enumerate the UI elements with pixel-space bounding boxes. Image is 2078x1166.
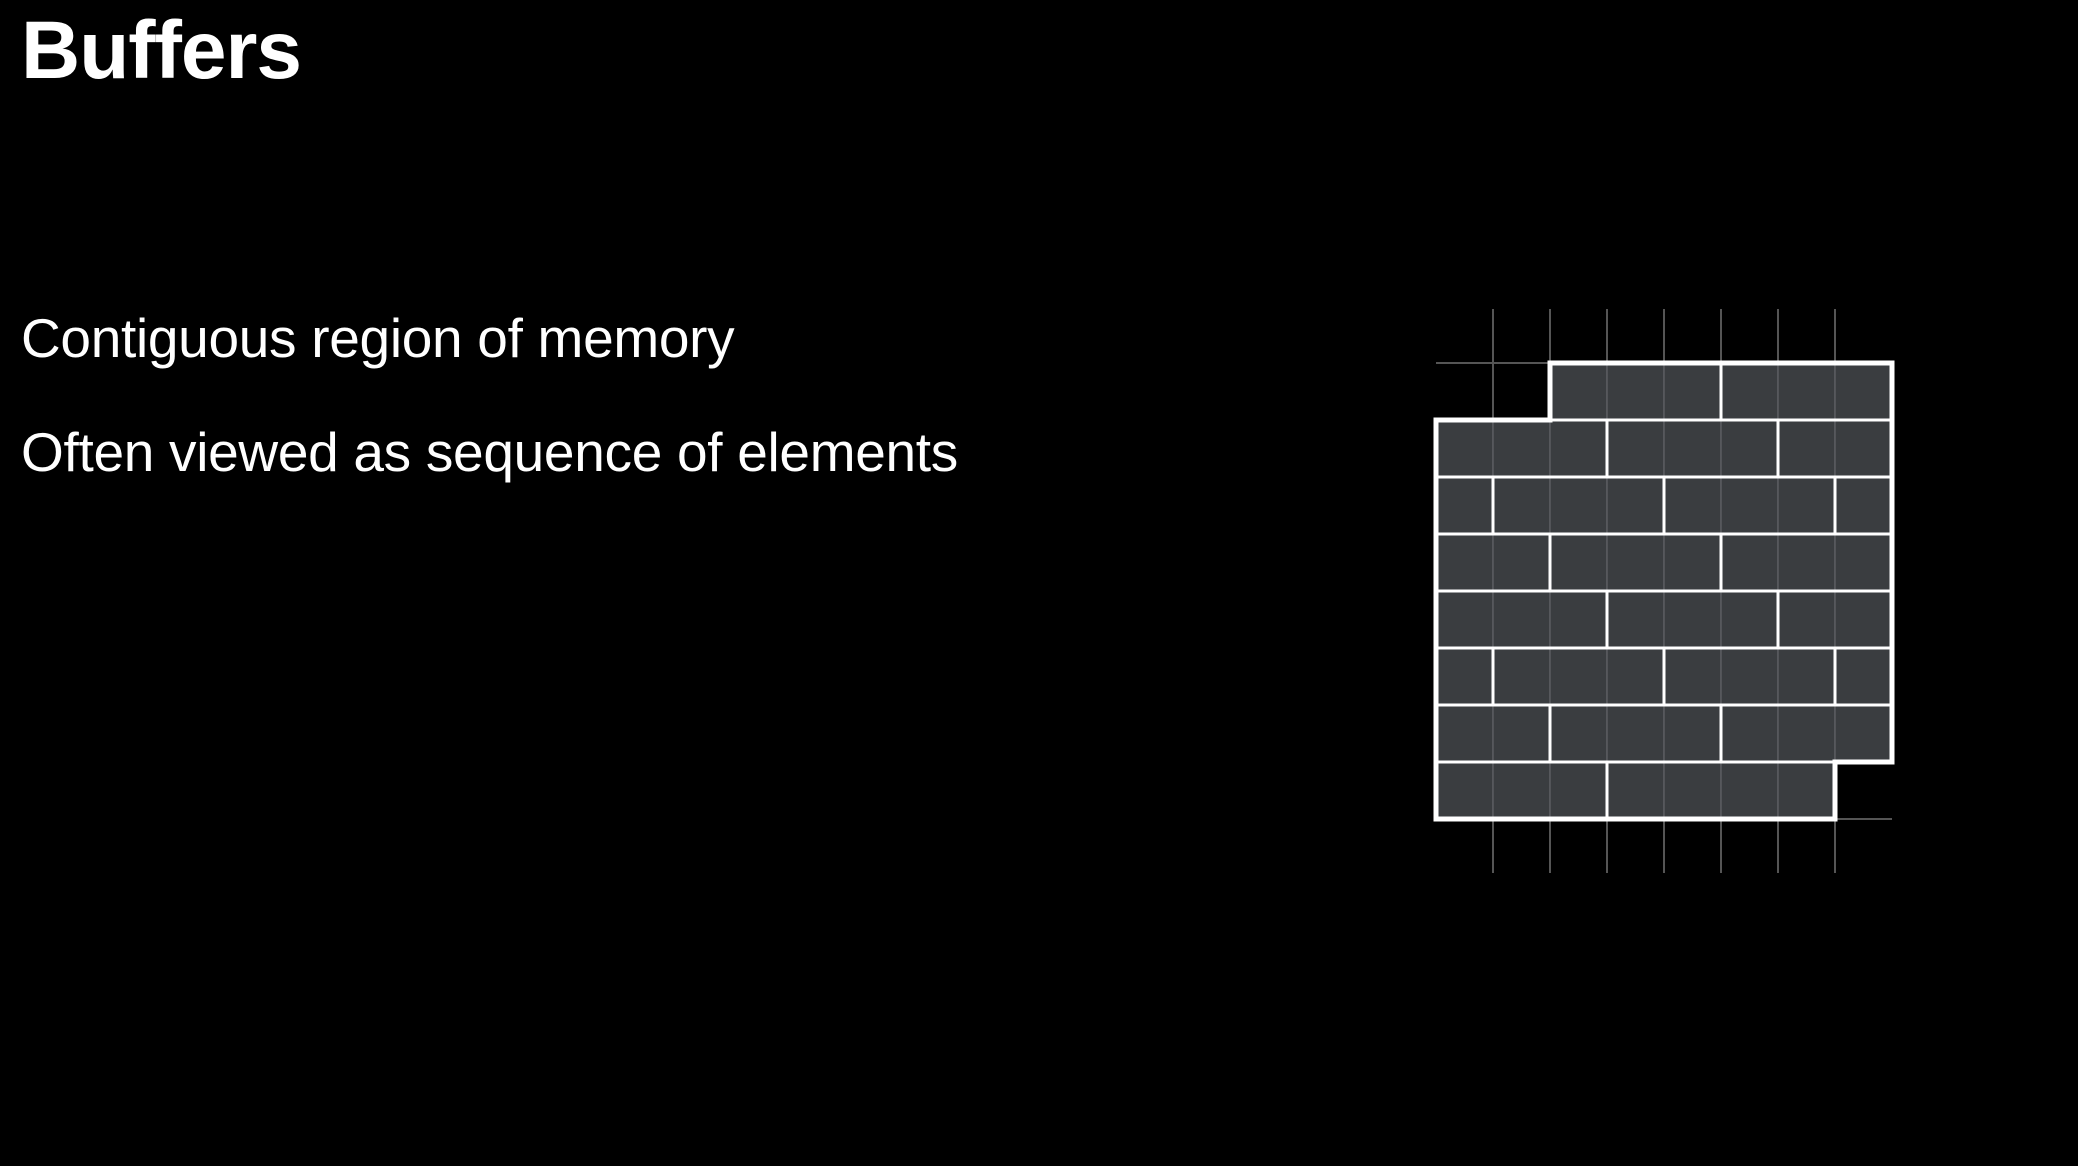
memory-cell: [1435, 476, 1494, 535]
memory-cell: [1720, 704, 1779, 763]
memory-cell: [1663, 704, 1722, 763]
memory-cell: [1834, 704, 1893, 763]
memory-cell: [1834, 476, 1893, 535]
memory-cell: [1435, 704, 1494, 763]
memory-cell: [1834, 419, 1893, 478]
memory-cell: [1549, 533, 1608, 592]
memory-cell: [1720, 761, 1779, 820]
memory-cell: [1492, 533, 1551, 592]
memory-cell: [1549, 476, 1608, 535]
memory-cell: [1663, 761, 1722, 820]
memory-cell: [1435, 761, 1494, 820]
memory-cell: [1606, 533, 1665, 592]
memory-cell: [1606, 362, 1665, 421]
memory-cell: [1606, 647, 1665, 706]
memory-cell: [1834, 533, 1893, 592]
memory-cell: [1834, 590, 1893, 649]
memory-cell: [1663, 419, 1722, 478]
memory-cell: [1834, 647, 1893, 706]
memory-cell: [1606, 590, 1665, 649]
bullet-list: Contiguous region of memory Often viewed…: [21, 305, 958, 533]
memory-cell: [1549, 590, 1608, 649]
buffer-outline: [1433, 360, 1895, 822]
memory-cell: [1492, 476, 1551, 535]
memory-cell: [1777, 419, 1836, 478]
memory-cell: [1663, 533, 1722, 592]
memory-cell: [1606, 704, 1665, 763]
memory-cell: [1435, 533, 1494, 592]
memory-cell: [1834, 362, 1893, 421]
memory-cell: [1777, 362, 1836, 421]
memory-cell: [1777, 533, 1836, 592]
memory-cell: [1663, 590, 1722, 649]
memory-cell: [1549, 704, 1608, 763]
memory-cell: [1435, 419, 1494, 478]
memory-cell: [1492, 704, 1551, 763]
memory-cell: [1663, 476, 1722, 535]
memory-cell: [1606, 476, 1665, 535]
memory-cell: [1492, 590, 1551, 649]
memory-cell: [1720, 362, 1779, 421]
memory-cell: [1549, 761, 1608, 820]
memory-cell: [1606, 761, 1665, 820]
memory-cell: [1549, 647, 1608, 706]
memory-cell: [1435, 647, 1494, 706]
slide-title: Buffers: [21, 5, 302, 96]
memory-cell: [1492, 761, 1551, 820]
memory-cell: [1492, 419, 1551, 478]
memory-cell: [1549, 419, 1608, 478]
memory-cell: [1549, 362, 1608, 421]
memory-cell: [1777, 761, 1836, 820]
memory-cell: [1777, 704, 1836, 763]
element-dividers: [1436, 363, 1892, 819]
memory-cell: [1777, 590, 1836, 649]
memory-cell: [1777, 476, 1836, 535]
memory-cell: [1720, 590, 1779, 649]
memory-cell: [1606, 419, 1665, 478]
memory-cell: [1663, 647, 1722, 706]
memory-cell: [1720, 419, 1779, 478]
memory-cell: [1720, 476, 1779, 535]
memory-cell: [1492, 647, 1551, 706]
bullet-item: Contiguous region of memory: [21, 307, 735, 369]
memory-cell: [1720, 533, 1779, 592]
memory-cell: [1777, 647, 1836, 706]
bullet-item: Often viewed as sequence of elements: [21, 421, 958, 483]
memory-cell: [1663, 362, 1722, 421]
memory-cell: [1720, 647, 1779, 706]
memory-cell: [1435, 590, 1494, 649]
